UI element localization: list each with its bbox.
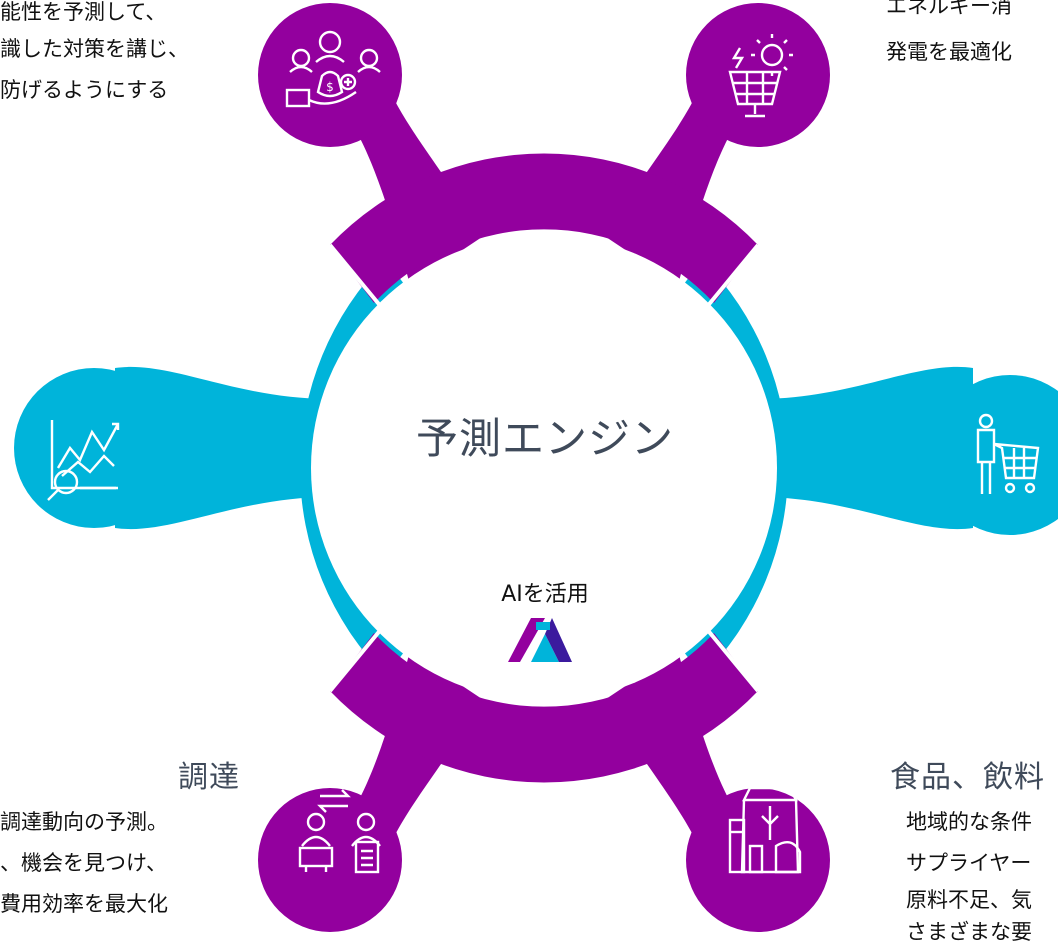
chart-magnifier-icon — [47, 420, 120, 501]
text-line: 調達動向の予測。 — [0, 810, 168, 834]
text-line: 発電を最適化 — [886, 40, 1012, 64]
text-line: さまざまな要 — [906, 920, 1032, 944]
ring-segment-top — [330, 153, 758, 303]
text-line: 、機会を見つけ、 — [0, 851, 167, 875]
category-title: 調達 — [178, 760, 240, 795]
center-title: 予測エンジン — [415, 414, 674, 463]
text-line: 識した対策を講じ、 — [0, 37, 189, 61]
ring-separators — [328, 243, 760, 693]
text-line: サプライヤー — [906, 851, 1032, 875]
ai-label: AIを活用 — [501, 582, 589, 607]
ai-logo-icon — [508, 618, 572, 662]
text-line: 地域的な条件 — [906, 810, 1032, 834]
food-beverage-icon — [728, 786, 802, 874]
solar-panel-sun-icon — [728, 34, 793, 118]
investor-money-hand-icon: $ — [285, 30, 381, 108]
text-line: エネルギー消 — [886, 0, 1012, 18]
text-line: 原料不足、気 — [906, 888, 1032, 912]
procurement-exchange-icon — [298, 789, 381, 874]
svg-text:$: $ — [326, 80, 334, 94]
category-title: 食品、飲料 — [890, 760, 1045, 795]
text-line: 費用効率を最大化 — [0, 892, 168, 916]
ring-segment-bottom — [330, 633, 758, 783]
ring-segment-right — [658, 259, 788, 677]
ring-segment-left — [300, 259, 430, 677]
arm-left — [14, 366, 330, 530]
text-line: 防げるようにする — [0, 78, 169, 102]
text-line: 能性を予測して、 — [0, 0, 167, 24]
shopper-cart-icon — [976, 413, 1040, 494]
